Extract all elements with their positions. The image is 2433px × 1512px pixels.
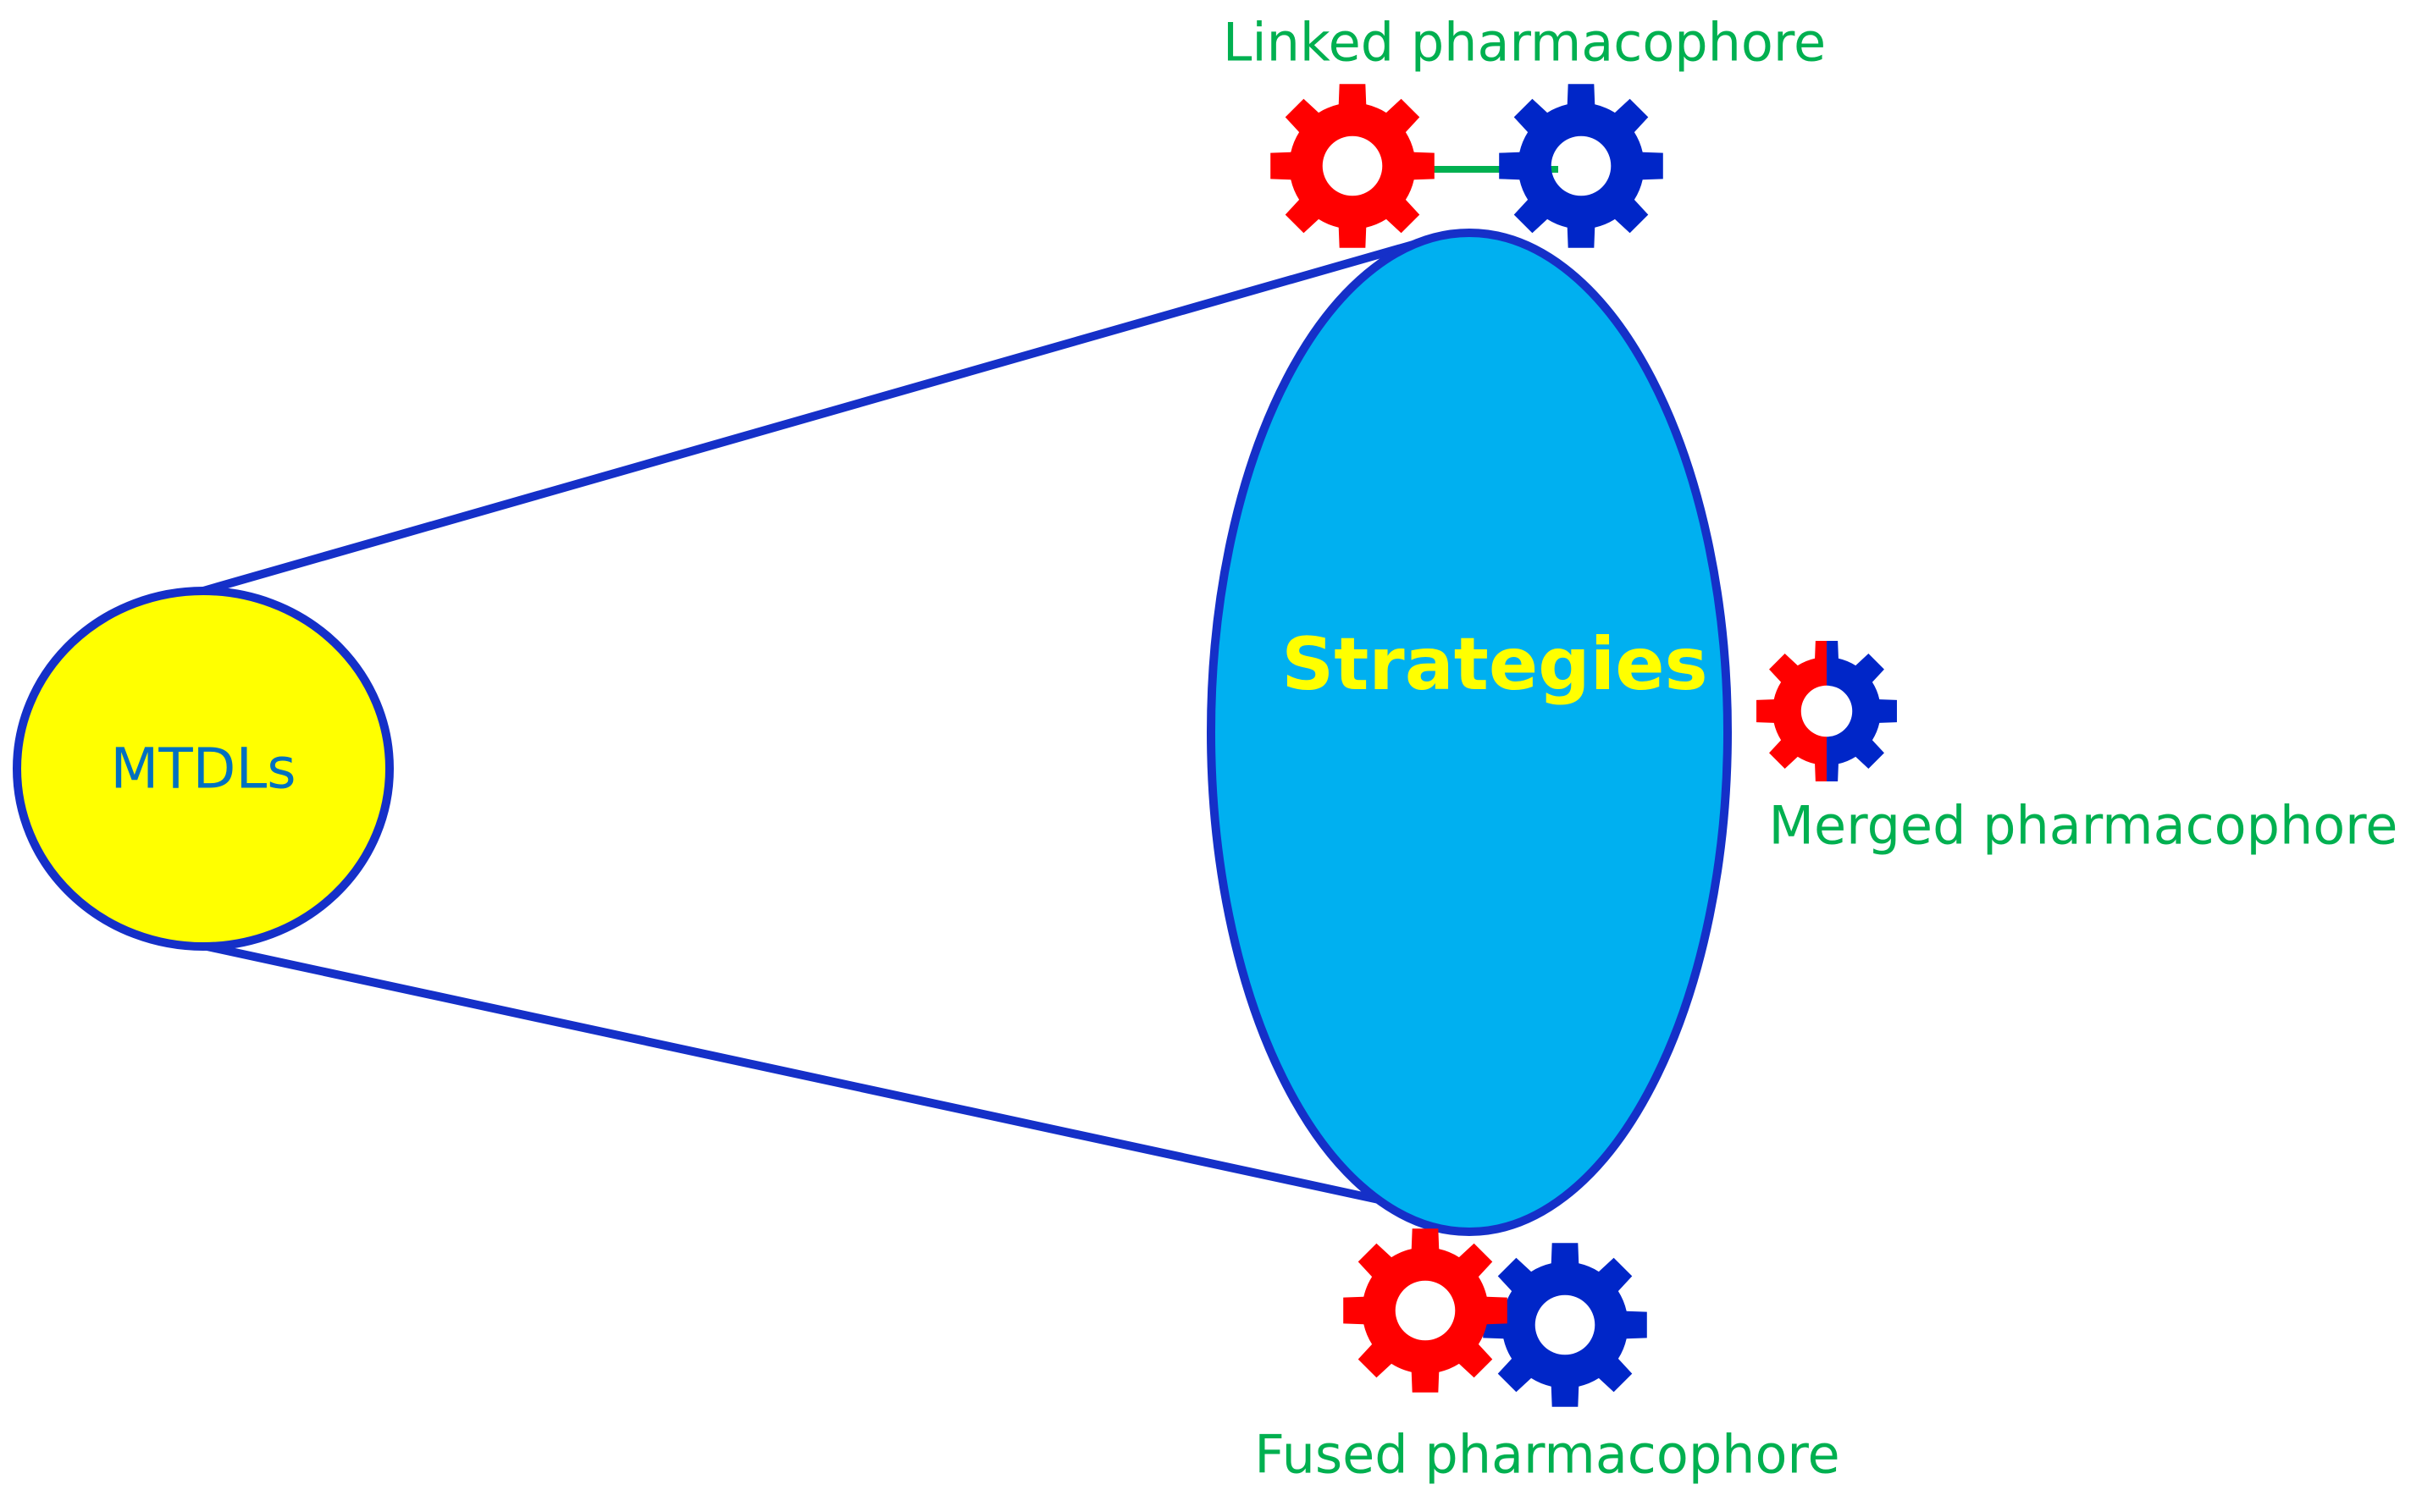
merged-gear-icon [1756, 641, 1897, 781]
fused-gear-red [1343, 1228, 1507, 1393]
gear-red-icon [1270, 84, 1435, 248]
connector-line-top [199, 233, 1444, 595]
strategy-linked: Linked pharmacophore [1223, 12, 1826, 248]
mtdls-label: MTDLs [110, 737, 296, 802]
fused-pharmacophore-label: Fused pharmacophore [1254, 1424, 1839, 1486]
mtdls-circle [13, 587, 394, 951]
strategy-merged: Merged pharmacophore [1756, 641, 2398, 857]
strategies-node: Strategies [1207, 229, 1732, 1236]
mtdls-node: MTDLs [13, 587, 394, 951]
strategies-label: Strategies [1281, 622, 1708, 707]
strategies-ellipse [1207, 229, 1732, 1236]
fused-gears-icon [1343, 1228, 1647, 1407]
merged-pharmacophore-label: Merged pharmacophore [1769, 795, 2398, 857]
gear-blue-icon [1499, 84, 1663, 248]
strategy-fused: Fused pharmacophore [1254, 1228, 1840, 1486]
merged-gear-red-half [1756, 641, 1827, 781]
merged-gear-blue-half [1827, 641, 1897, 781]
linked-gears-icon [1270, 84, 1663, 248]
fused-gear-blue [1483, 1243, 1647, 1407]
linked-pharmacophore-label: Linked pharmacophore [1223, 12, 1826, 74]
connector-line-bottom [199, 941, 1414, 1211]
